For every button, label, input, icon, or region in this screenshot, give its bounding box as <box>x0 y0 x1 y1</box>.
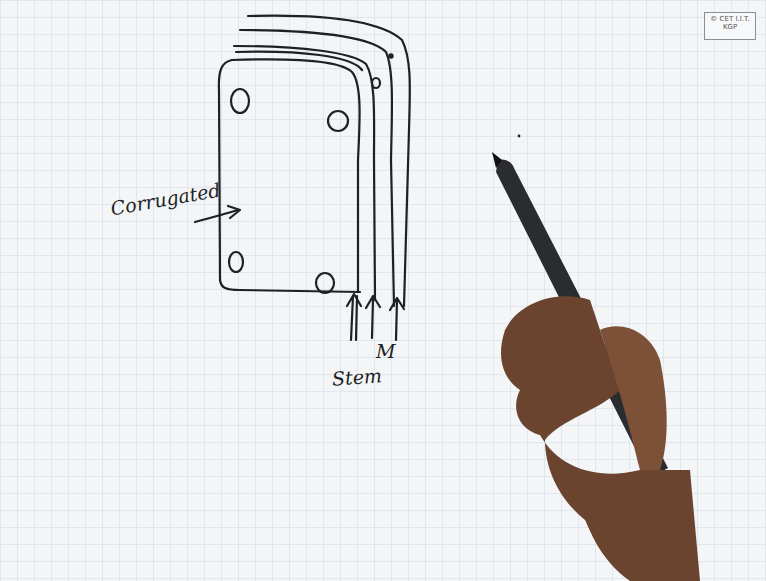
back-plate <box>240 30 394 306</box>
arrow-head <box>228 206 240 218</box>
part-label: M <box>376 340 395 362</box>
port-hole <box>316 273 334 293</box>
pen-tip <box>492 152 502 168</box>
hand-with-pen <box>492 152 700 581</box>
front-plate <box>219 60 360 292</box>
dot <box>389 54 392 57</box>
watermark-box: © CET I.I.T. KGP <box>704 12 756 40</box>
port-hole <box>231 89 249 113</box>
port-hole <box>372 78 380 88</box>
port-hole <box>229 252 243 272</box>
leader-arrow <box>390 298 404 340</box>
plate-sketch <box>195 16 520 340</box>
part-label: Stem <box>331 364 382 389</box>
hand <box>600 326 667 470</box>
front-plate <box>232 59 360 292</box>
port-hole <box>328 111 348 131</box>
leader-arrow <box>366 296 380 338</box>
hand <box>501 296 700 581</box>
stem-plate <box>234 46 375 300</box>
dot <box>518 135 521 138</box>
watermark-text: © CET I.I.T. KGP <box>708 15 752 31</box>
leader-arrow <box>347 294 361 340</box>
